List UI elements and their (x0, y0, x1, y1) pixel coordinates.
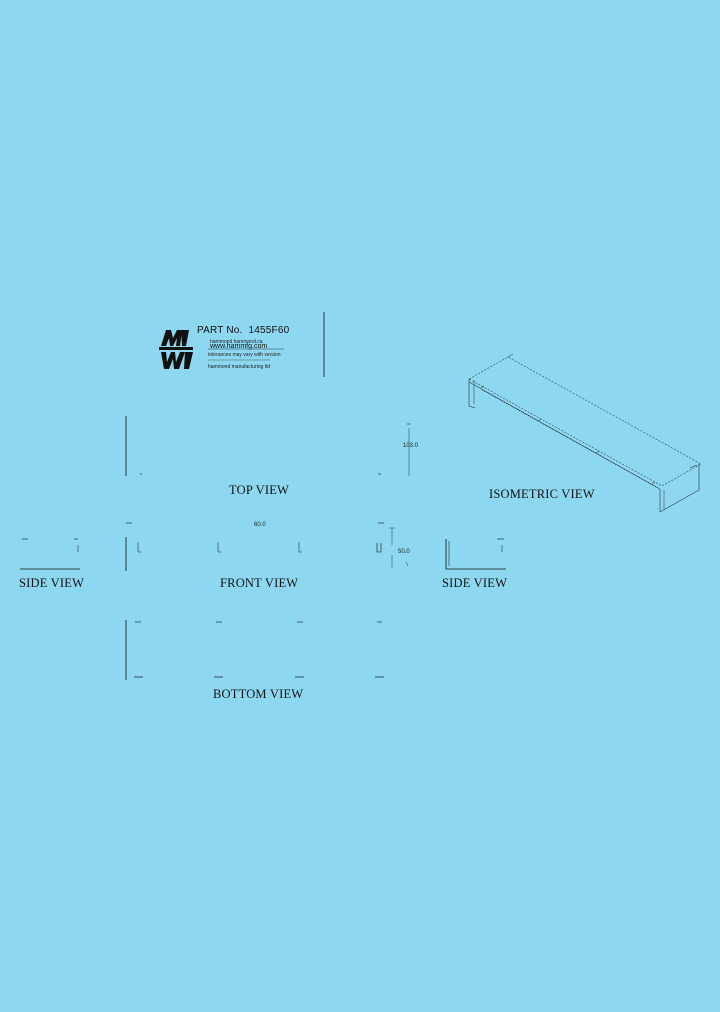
website-link[interactable]: www.hammfg.com (210, 343, 268, 350)
title-line-4: hammond manufacturing ltd (208, 364, 270, 370)
dim-length: 60.0 (254, 522, 266, 528)
front-view-label: FRONT VIEW (220, 576, 299, 590)
isometric-view-label: ISOMETRIC VIEW (489, 487, 595, 501)
title-line-1: hammond hammond.ca (210, 339, 263, 345)
dim-width: 103.0 (403, 443, 419, 449)
side-view-right-outline (445, 539, 506, 570)
part-number-title: PART No. 1455F60 (197, 325, 289, 336)
bottom-view-label: BOTTOM VIEW (213, 687, 304, 701)
part-number: 1455F60 (248, 325, 290, 336)
side-view-right-label: SIDE VIEW (442, 576, 508, 590)
part-label: PART No. (197, 325, 243, 336)
dim-height: 50.0 (398, 549, 410, 555)
isometric-box (468, 353, 702, 513)
top-view-label: TOP VIEW (229, 483, 290, 497)
side-view-left-label: SIDE VIEW (19, 576, 85, 590)
hammond-logo-icon (159, 330, 193, 369)
title-line-3: tolerances may vary with version (208, 352, 281, 358)
